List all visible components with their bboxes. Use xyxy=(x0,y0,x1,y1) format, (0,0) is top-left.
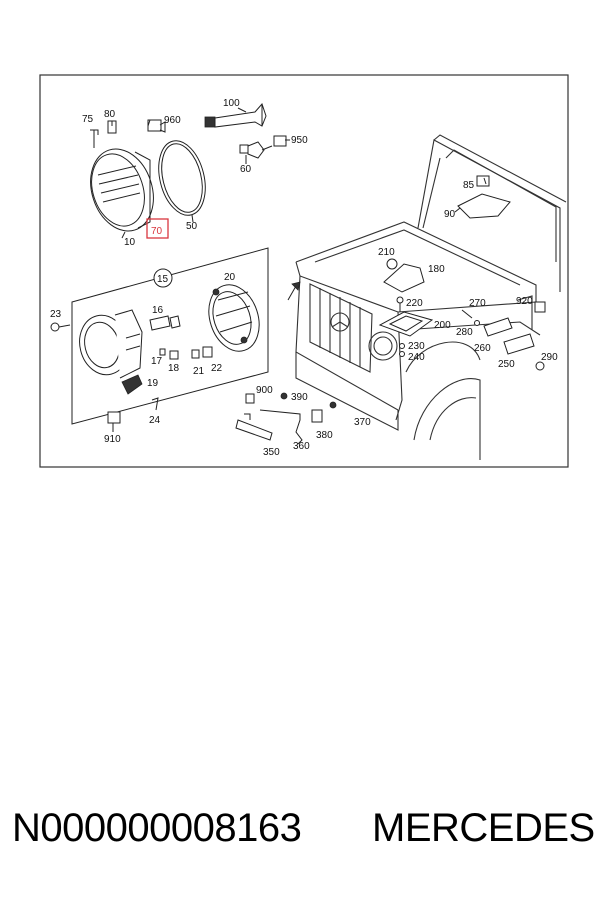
label-50: 50 xyxy=(186,221,198,232)
headlight-10-illustration xyxy=(90,148,154,232)
label-21: 21 xyxy=(193,366,205,377)
leader-lines xyxy=(111,107,487,432)
right-side-parts xyxy=(378,175,546,371)
label-23: 23 xyxy=(50,309,62,320)
label-85: 85 xyxy=(463,180,475,191)
label-900: 900 xyxy=(256,385,273,396)
part-number: N000000008163 xyxy=(12,806,302,850)
label-15: 15 xyxy=(157,274,169,285)
diagram-frame xyxy=(39,74,569,468)
label-230: 230 xyxy=(408,341,425,352)
label-280: 280 xyxy=(456,327,473,338)
label-250: 250 xyxy=(498,359,515,370)
small-parts-top-left xyxy=(90,119,166,148)
label-100: 100 xyxy=(223,98,240,109)
assembly-15-outline xyxy=(71,247,269,425)
label-290: 290 xyxy=(541,352,558,363)
label-270: 270 xyxy=(469,298,486,309)
part-70-highlight xyxy=(146,218,169,239)
vehicle-outline xyxy=(287,134,567,460)
label-180: 180 xyxy=(428,264,445,275)
label-24: 24 xyxy=(149,415,161,426)
label-260: 260 xyxy=(474,343,491,354)
seal-ring-50-illustration xyxy=(158,140,206,216)
label-19: 19 xyxy=(147,378,159,389)
label-910: 910 xyxy=(104,434,121,445)
label-16: 16 xyxy=(152,305,164,316)
label-950: 950 xyxy=(291,135,308,146)
label-70: 70 xyxy=(151,226,163,237)
part-labels: 75 80 960 100 950 60 10 50 70 15 20 16 2… xyxy=(50,98,558,458)
label-60: 60 xyxy=(240,164,252,175)
label-360: 360 xyxy=(293,441,310,452)
label-960: 960 xyxy=(164,115,181,126)
lower-light-assembly xyxy=(235,392,337,445)
headlight-housing-15 xyxy=(50,309,159,424)
label-20: 20 xyxy=(224,272,236,283)
label-22: 22 xyxy=(211,363,223,374)
bulb-parts xyxy=(204,103,287,159)
label-10: 10 xyxy=(124,237,136,248)
label-380: 380 xyxy=(316,430,333,441)
label-350: 350 xyxy=(263,447,280,458)
label-200: 200 xyxy=(434,320,451,331)
brand-name: MERCEDES xyxy=(372,806,595,850)
label-220: 220 xyxy=(406,298,423,309)
label-17: 17 xyxy=(151,356,163,367)
label-75: 75 xyxy=(82,114,94,125)
label-370: 370 xyxy=(354,417,371,428)
headlight-reflector-20 xyxy=(149,284,260,360)
label-920: 920 xyxy=(516,296,533,307)
label-90: 90 xyxy=(444,209,456,220)
assembly-15-callout xyxy=(153,268,173,288)
label-18: 18 xyxy=(168,363,180,374)
label-210: 210 xyxy=(378,247,395,258)
label-80: 80 xyxy=(104,109,116,120)
label-390: 390 xyxy=(291,392,308,403)
label-240: 240 xyxy=(408,352,425,363)
